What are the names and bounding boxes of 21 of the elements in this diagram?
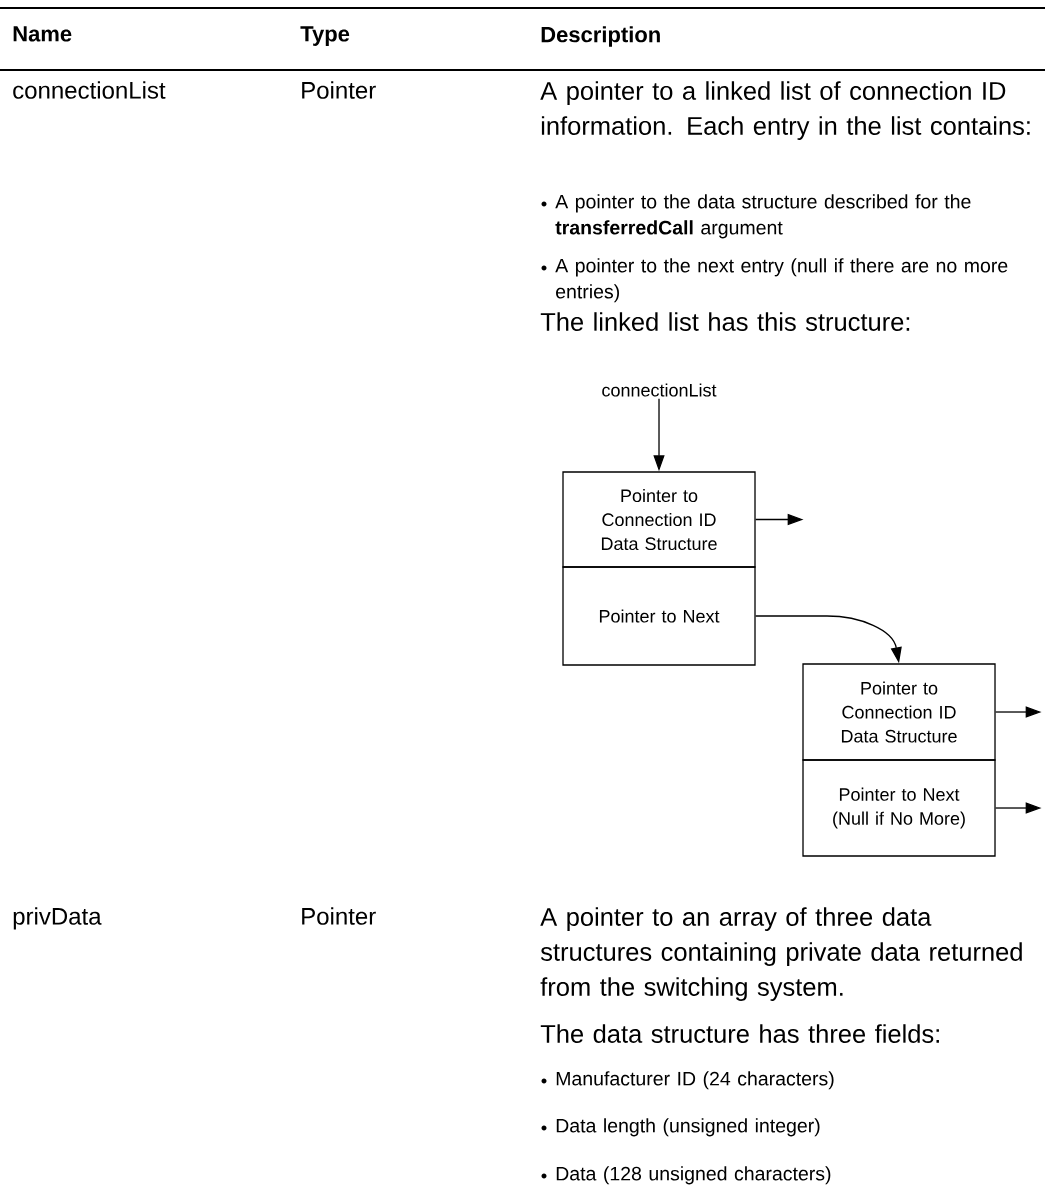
list-node-field: Pointer to Connection ID Data Structure xyxy=(802,663,996,761)
column-header: Description xyxy=(541,26,660,47)
bullet-item: A pointer to the next entry (null if there are no more entries) xyxy=(555,258,1008,303)
bullet-item: Data length (unsigned integer) xyxy=(556,1118,820,1137)
table-cell: Pointer xyxy=(302,907,376,925)
column-header: Type xyxy=(300,26,350,46)
description-text: The linked list has this structure: xyxy=(540,312,910,331)
pointer-label: connectionList xyxy=(602,383,717,397)
description-text: A pointer to a linked list of connection ID information. Each entry in the list contains: xyxy=(540,81,1030,140)
table-cell: Pointer xyxy=(302,81,376,99)
list-node-field: Pointer to Connection ID Data Structure xyxy=(562,471,756,568)
column-header: Name xyxy=(13,26,72,42)
list-node-field: Pointer to Next (Null if No More) xyxy=(802,759,996,857)
description-text: A pointer to an array of three data structures containing private data returned from the switching system. xyxy=(540,907,1022,1001)
description-text: The data structure has three fields: xyxy=(540,1024,939,1043)
bullet-item: Data (128 unsigned characters) xyxy=(556,1166,831,1185)
table-cell: connectionList xyxy=(13,81,166,99)
bullet-item: A pointer to the data structure described for the transferredCall argument xyxy=(555,194,971,239)
table-cell: privData xyxy=(13,907,102,930)
bullet-item: Manufacturer ID (24 characters) xyxy=(556,1071,834,1090)
list-node-field: Pointer to Next xyxy=(562,566,756,666)
